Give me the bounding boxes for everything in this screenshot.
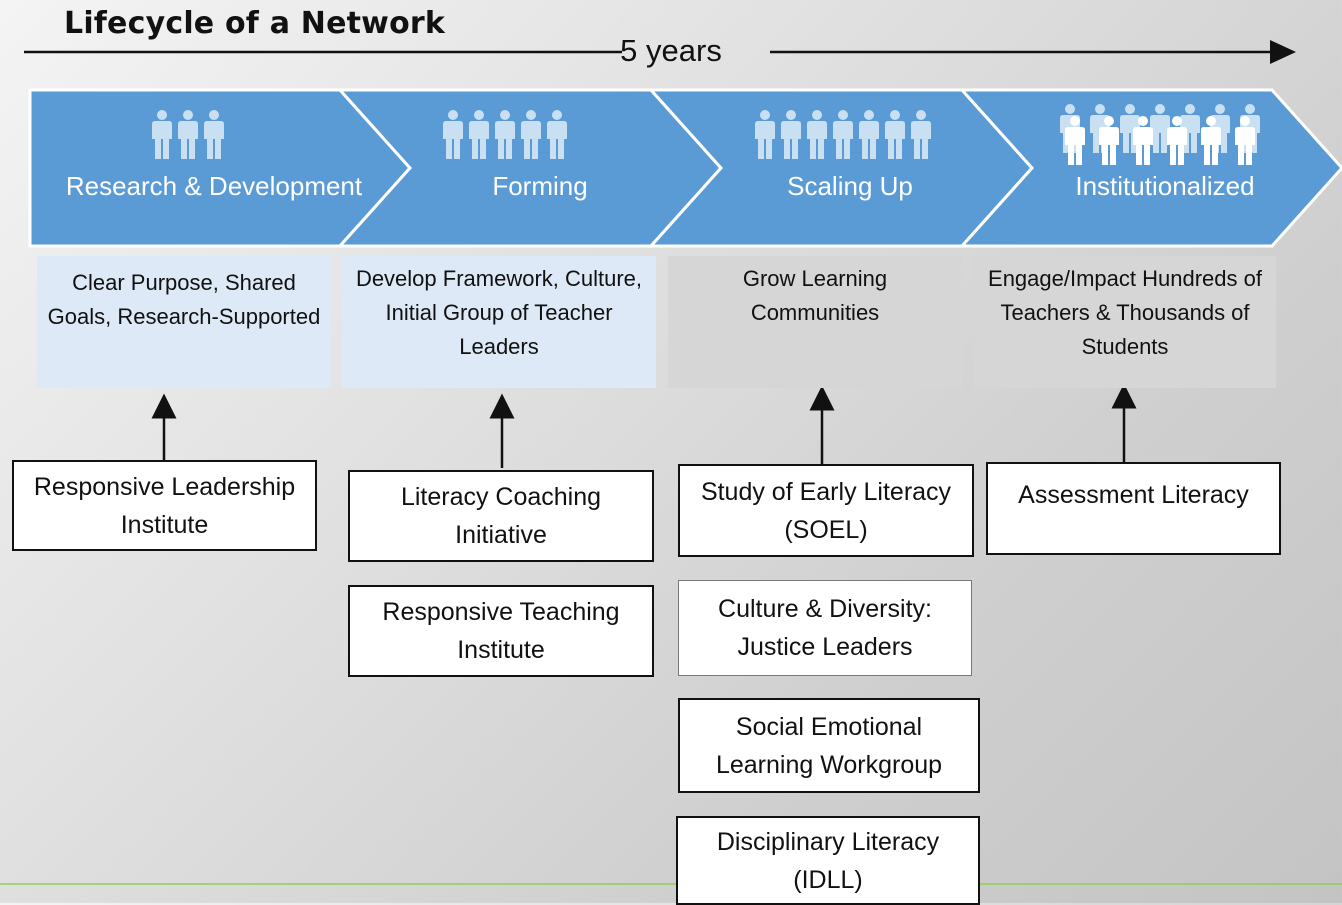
person-icon xyxy=(469,110,489,159)
person-icon xyxy=(781,110,801,159)
person-icon xyxy=(1133,116,1153,165)
page-title: Lifecycle of a Network xyxy=(64,6,446,41)
initiative-text: Disciplinary Literacy (IDLL) xyxy=(716,827,940,894)
person-icon xyxy=(1065,116,1085,165)
goal-box-forming: Develop Framework, Culture, Initial Grou… xyxy=(342,256,656,388)
goal-box-institutionalized: Engage/Impact Hundreds of Teachers & Tho… xyxy=(974,256,1276,388)
initiative-text: Responsive Leadership Institute xyxy=(33,472,296,539)
initiative-box-scaling: Study of Early Literacy (SOEL) xyxy=(678,464,974,557)
initiative-box-scaling: Disciplinary Literacy (IDLL) xyxy=(676,816,980,905)
goal-text: Engage/Impact Hundreds of Teachers & Tho… xyxy=(988,266,1262,359)
person-icon xyxy=(885,110,905,159)
stage-label-institutionalized: Institutionalized xyxy=(1075,171,1255,201)
initiative-box-forming: Responsive Teaching Institute xyxy=(348,585,654,677)
person-icon xyxy=(755,110,775,159)
goal-text: Develop Framework, Culture, Initial Grou… xyxy=(355,266,643,359)
initiative-box-rd: Responsive Leadership Institute xyxy=(12,460,317,551)
initiative-box-scaling: Social Emotional Learning Workgroup xyxy=(678,698,980,793)
person-icon xyxy=(807,110,827,159)
stage-label-scaling-up: Scaling Up xyxy=(787,171,913,201)
initiative-text: Literacy Coaching Initiative xyxy=(400,483,602,549)
person-icon xyxy=(547,110,567,159)
person-icon xyxy=(911,110,931,159)
person-icon xyxy=(178,110,198,159)
timeline-arrow xyxy=(24,40,1296,64)
initiative-text: Study of Early Literacy (SOEL) xyxy=(700,477,952,544)
person-icon xyxy=(859,110,879,159)
person-icon xyxy=(1201,116,1221,165)
initiative-box-scaling: Culture & Diversity: Justice Leaders xyxy=(678,580,972,676)
initiative-text: Responsive Teaching Institute xyxy=(382,598,620,664)
person-icon xyxy=(833,110,853,159)
initiative-text: Assessment Literacy xyxy=(1018,481,1249,509)
initiative-text: Social Emotional Learning Workgroup xyxy=(715,712,943,779)
stage-label-forming: Forming xyxy=(492,171,588,201)
initiative-box-institutionalized: Assessment Literacy xyxy=(986,462,1281,555)
person-icon xyxy=(1235,116,1255,165)
arrow-right-icon xyxy=(1270,40,1296,64)
goal-box-scaling-up: Grow Learning Communities xyxy=(668,256,962,388)
person-icon xyxy=(495,110,515,159)
person-icon xyxy=(443,110,463,159)
goal-box-research-development: Clear Purpose, Shared Goals, Research-Su… xyxy=(37,256,331,388)
initiative-text: Culture & Diversity: Justice Leaders xyxy=(718,595,932,661)
people-groups xyxy=(152,104,1260,165)
person-icon xyxy=(1150,104,1170,153)
timeline-duration: 5 years xyxy=(620,33,722,68)
person-icon xyxy=(1099,116,1119,165)
timeline-label: 5 years xyxy=(0,33,1342,69)
stage-chevrons xyxy=(28,88,1342,248)
goal-text: Grow Learning Communities xyxy=(742,266,888,325)
goal-text: Clear Purpose, Shared Goals, Research-Su… xyxy=(47,270,321,329)
stage-label-research-development: Research & Development xyxy=(65,171,363,201)
person-icon xyxy=(521,110,541,159)
initiative-box-forming: Literacy Coaching Initiative xyxy=(348,470,654,562)
person-icon xyxy=(1167,116,1187,165)
connector-arrows xyxy=(151,383,1137,468)
person-icon xyxy=(152,110,172,159)
person-icon xyxy=(204,110,224,159)
